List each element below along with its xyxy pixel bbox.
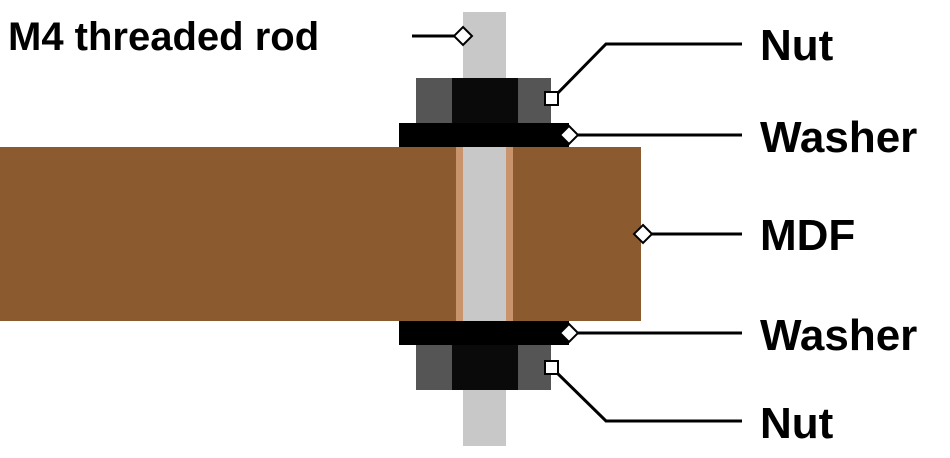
washer-bottom-label: Washer	[760, 311, 917, 360]
washer-top-label: Washer	[760, 113, 917, 162]
mdf-marker-diamond	[632, 223, 654, 245]
nut-bottom-label: Nut	[760, 399, 834, 448]
bottom-nut	[416, 345, 551, 390]
nut-top-leader-line	[550, 42, 742, 101]
top-nut	[416, 78, 551, 123]
nut-top-label: Nut	[760, 21, 834, 70]
mdf-board	[0, 147, 641, 321]
bottom-washer	[399, 321, 569, 345]
top-nut-left-face	[416, 78, 452, 123]
washer-top-marker-diamond	[558, 124, 580, 146]
top-nut-center-face	[452, 78, 518, 123]
bottom-nut-left-face	[416, 345, 452, 390]
nut-top-marker-square	[544, 91, 559, 106]
nut-bottom-leader-line	[550, 366, 742, 423]
mdf-hole-edge-right	[506, 147, 513, 321]
rod-marker-diamond	[452, 25, 474, 47]
mdf-hole-edge-left	[456, 147, 463, 321]
top-washer	[399, 123, 569, 147]
mdf-label: MDF	[760, 211, 855, 260]
washer-bottom-marker-diamond	[558, 322, 580, 344]
nut-bottom-marker-square	[544, 360, 559, 375]
rod-label: M4 threaded rod	[8, 15, 319, 59]
bottom-nut-center-face	[452, 345, 518, 390]
